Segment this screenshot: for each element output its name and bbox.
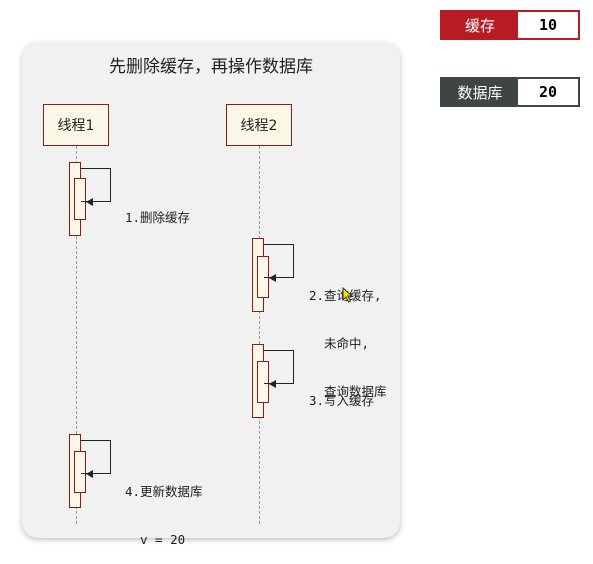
actor-thread-2: 线程2 xyxy=(226,104,292,146)
activation-thread-2-step-3-inner xyxy=(257,361,269,403)
arrowhead-step-3 xyxy=(269,380,276,388)
self-message-step-4 xyxy=(81,440,111,474)
self-message-step-2 xyxy=(264,244,294,278)
cache-label: 缓存 xyxy=(442,12,518,38)
self-message-step-3 xyxy=(264,350,294,384)
arrowhead-step-1 xyxy=(86,198,93,206)
arrowhead-step-2 xyxy=(269,274,276,282)
step-3-line-1: 3.写入缓存 xyxy=(309,393,375,408)
step-1-label: 1.删除缓存 xyxy=(125,178,190,242)
database-state-box: 数据库 20 xyxy=(440,77,580,107)
arrowhead-step-4 xyxy=(86,470,93,478)
diagram-title: 先删除缓存，再操作数据库 xyxy=(109,57,313,77)
self-message-step-1 xyxy=(81,168,111,202)
activation-thread-1-step-1-inner xyxy=(74,178,86,220)
mouse-cursor-icon xyxy=(342,287,354,303)
activation-thread-1-step-4-inner xyxy=(74,451,86,493)
actor-thread-1: 线程1 xyxy=(43,104,109,146)
step-2-line-3: 查询数据库 xyxy=(324,384,387,399)
step-4-line-1: 4.更新数据库 xyxy=(125,484,203,499)
database-value: 20 xyxy=(518,79,578,105)
cache-value: 10 xyxy=(518,12,578,38)
step-4-line-2: v = 20 xyxy=(140,532,186,547)
step-1-line-1: 1.删除缓存 xyxy=(125,210,191,225)
database-label: 数据库 xyxy=(442,79,518,105)
step-3-label: 3.写入缓存 xyxy=(309,361,374,425)
lifeline-thread-2 xyxy=(259,146,260,524)
lifeline-thread-1 xyxy=(76,146,77,524)
step-2-line-2: 未命中, xyxy=(324,336,370,351)
cache-state-box: 缓存 10 xyxy=(440,10,580,40)
step-4-label: 4.更新数据库 v = 20 xyxy=(125,452,203,564)
